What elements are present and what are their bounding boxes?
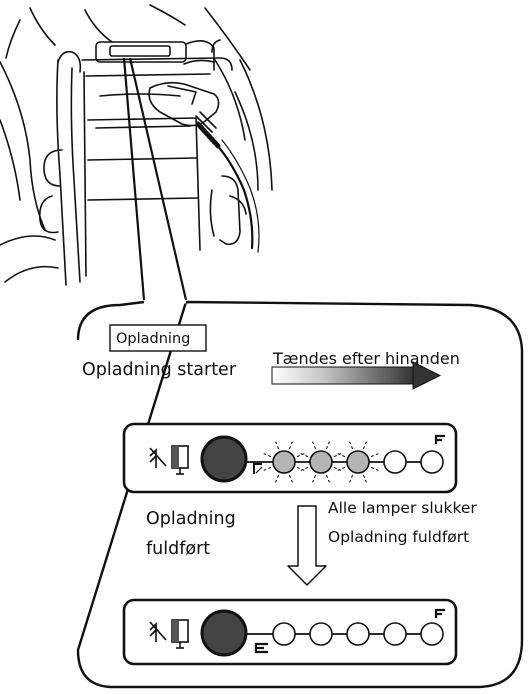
down-arrow xyxy=(287,505,327,586)
lamp-3-off xyxy=(346,622,370,646)
lamp-4-off xyxy=(383,622,407,646)
charging-complete-right-label: Opladning fuldført xyxy=(328,528,469,546)
battery-plug-icon xyxy=(149,619,189,649)
lamp-2-lit xyxy=(309,450,333,474)
lamp-3-lit xyxy=(346,450,370,474)
charging-tag-label: Opladning xyxy=(116,331,190,347)
lights-in-sequence-label: Tændes efter hinanden xyxy=(272,349,460,368)
lamp-4-off xyxy=(383,450,407,474)
fuel-full-icon-top xyxy=(434,434,445,444)
main-button-top xyxy=(200,435,248,483)
charger-illustration xyxy=(0,4,273,286)
lamp-2-off xyxy=(309,622,333,646)
lamp-5-off xyxy=(420,622,444,646)
callout-panel xyxy=(76,300,524,689)
progress-arrow xyxy=(271,361,442,390)
fuel-empty-icon-top xyxy=(253,463,263,474)
all-lamps-off-label: Alle lamper slukker xyxy=(328,499,477,517)
charging-starts-label: Opladning starter xyxy=(82,360,237,380)
lamps-bottom xyxy=(246,622,444,646)
lamp-blink-rays xyxy=(300,441,342,483)
indicator-panel-top xyxy=(122,422,458,494)
callout-leader-lines xyxy=(122,57,188,301)
main-button-bottom xyxy=(200,609,248,657)
lamp-1-lit xyxy=(272,450,296,474)
charging-tag: Opladning xyxy=(109,324,207,352)
charging-complete-left-line2: fuldført xyxy=(146,539,210,559)
lamps-top xyxy=(246,441,444,483)
charging-complete-left-line1: Opladning xyxy=(146,509,236,529)
lamp-blink-rays xyxy=(337,441,379,483)
fuel-empty-icon-bottom xyxy=(254,642,268,654)
lamp-1-off xyxy=(272,622,296,646)
fuel-full-icon-bottom xyxy=(434,608,445,618)
indicator-panel-bottom xyxy=(122,598,458,666)
lamp-5-off xyxy=(420,450,444,474)
battery-plug-icon xyxy=(149,445,189,475)
